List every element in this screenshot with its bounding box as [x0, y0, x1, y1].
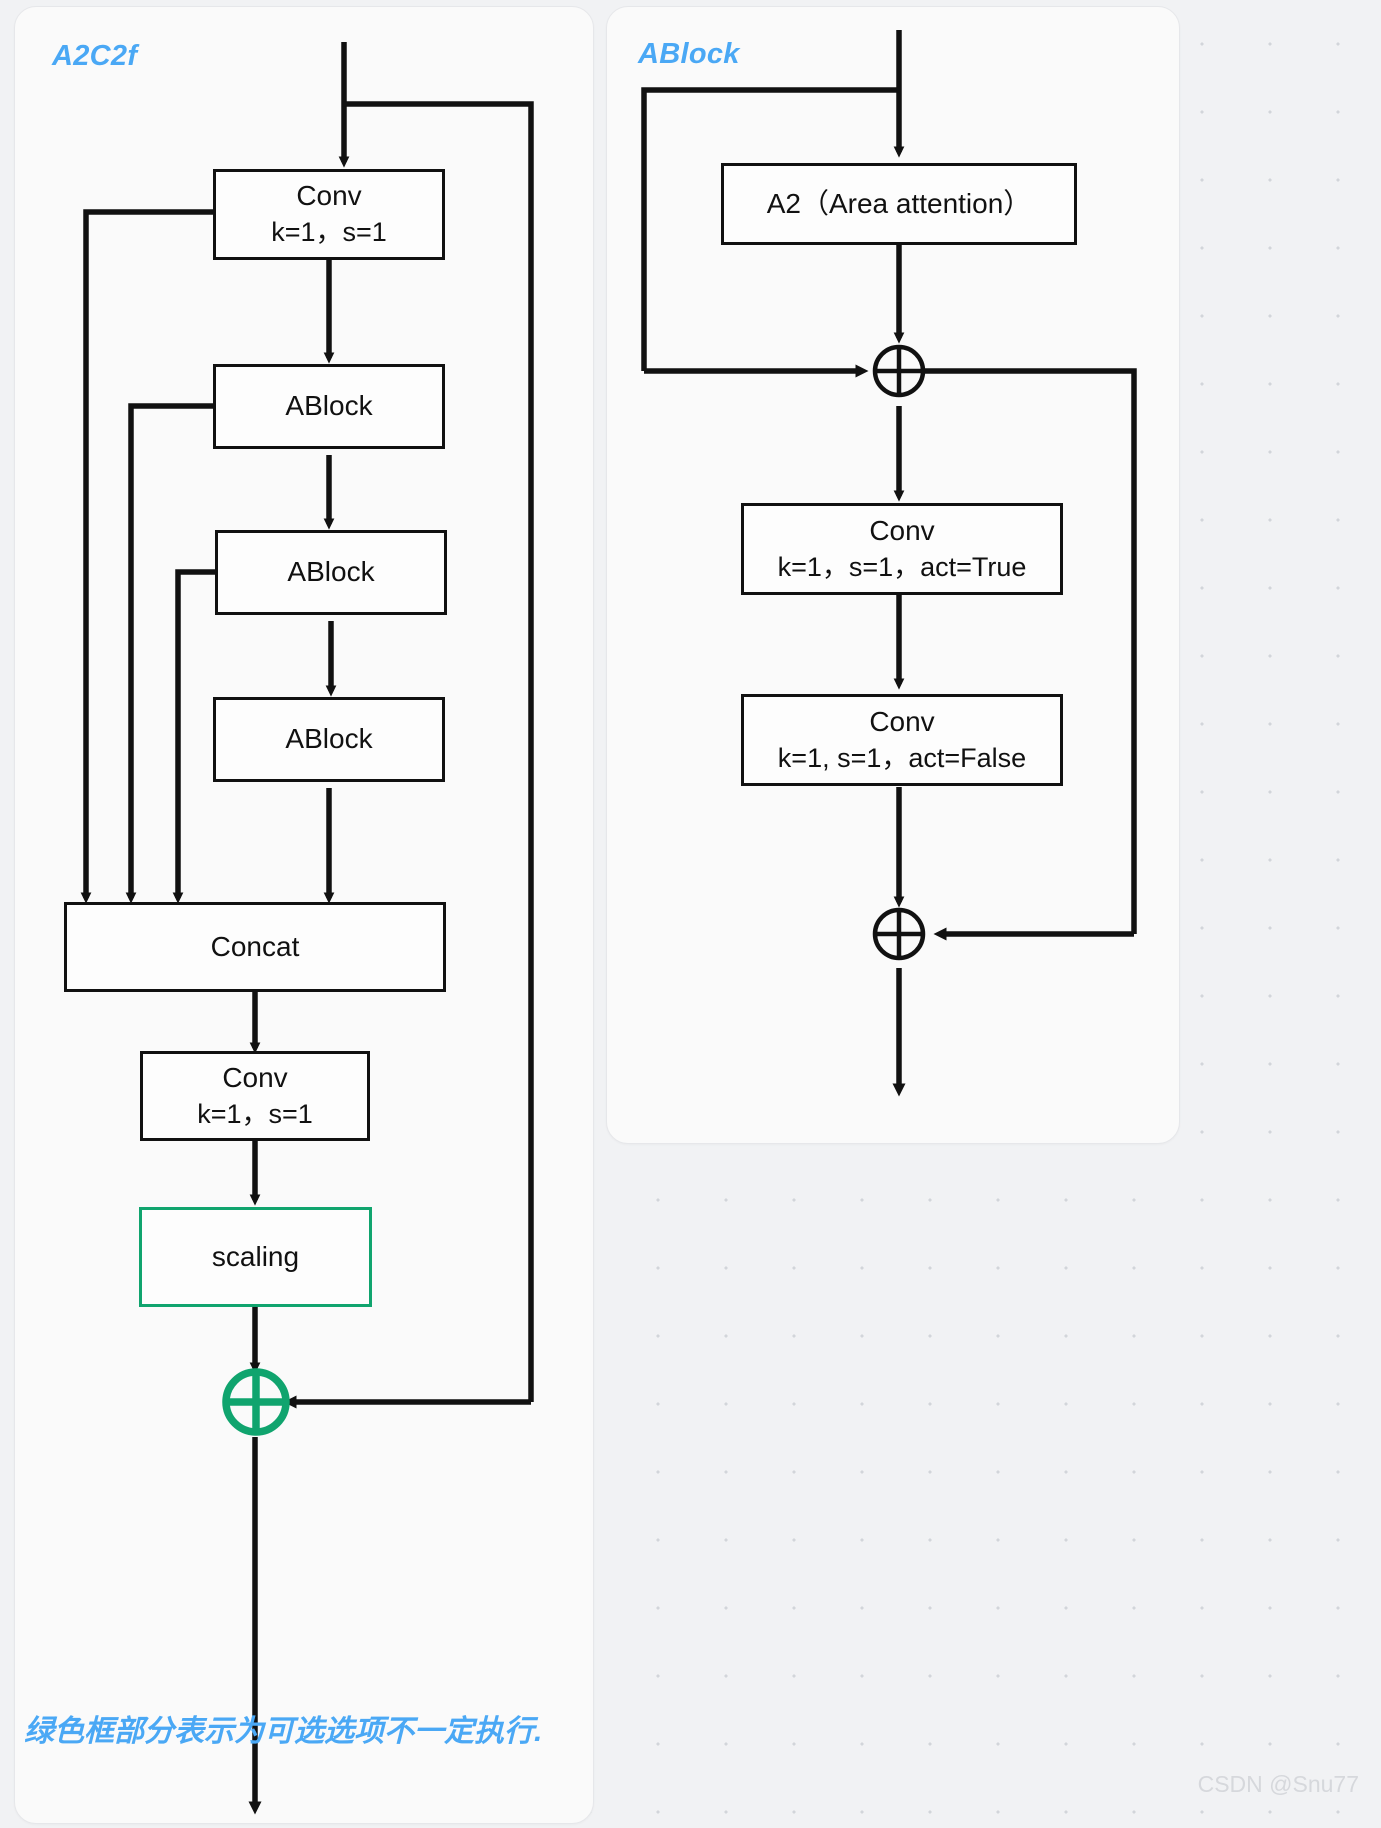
node-a2-area-attention[interactable]: A2（Area attention）: [721, 163, 1077, 245]
node-conv-act-true-line1: Conv: [869, 514, 935, 546]
node-conv-act-false[interactable]: Conv k=1, s=1，act=False: [741, 694, 1063, 786]
node-concat-label: Concat: [210, 930, 300, 962]
node-conv-act-true[interactable]: Conv k=1，s=1，act=True: [741, 503, 1063, 595]
optional-note-caption: 绿色框部分表示为可选选项不一定执行.: [24, 1715, 543, 1748]
node-ablock-3[interactable]: ABlock: [213, 697, 445, 782]
node-scaling-label: scaling: [211, 1240, 300, 1272]
node-conv-top-line1: Conv: [296, 180, 362, 212]
node-ablock-2[interactable]: ABlock: [215, 530, 447, 615]
node-conv-act-true-line2: k=1，s=1，act=True: [777, 551, 1027, 582]
node-ablock-3-label: ABlock: [285, 723, 373, 755]
panel-title-ablock: ABlock: [638, 38, 740, 70]
node-ablock-1[interactable]: ABlock: [213, 364, 445, 449]
node-ablock-2-label: ABlock: [287, 556, 375, 588]
node-conv-act-false-line1: Conv: [869, 705, 935, 737]
node-conv-bottom-line1: Conv: [222, 1061, 288, 1093]
node-conv-top[interactable]: Conv k=1，s=1: [213, 169, 445, 260]
watermark-text: CSDN @Snu77: [1197, 1771, 1359, 1797]
node-conv-top-line2: k=1，s=1: [271, 217, 387, 248]
node-conv-bottom-line2: k=1，s=1: [197, 1098, 313, 1129]
panel-title-a2c2f: A2C2f: [52, 40, 138, 72]
node-conv-bottom[interactable]: Conv k=1，s=1: [140, 1051, 370, 1141]
node-a2-label: A2（Area attention）: [766, 187, 1032, 219]
node-conv-act-false-line2: k=1, s=1，act=False: [777, 742, 1027, 773]
node-concat[interactable]: Concat: [64, 902, 446, 992]
node-scaling-optional[interactable]: scaling: [139, 1207, 372, 1307]
node-ablock-1-label: ABlock: [285, 390, 373, 422]
